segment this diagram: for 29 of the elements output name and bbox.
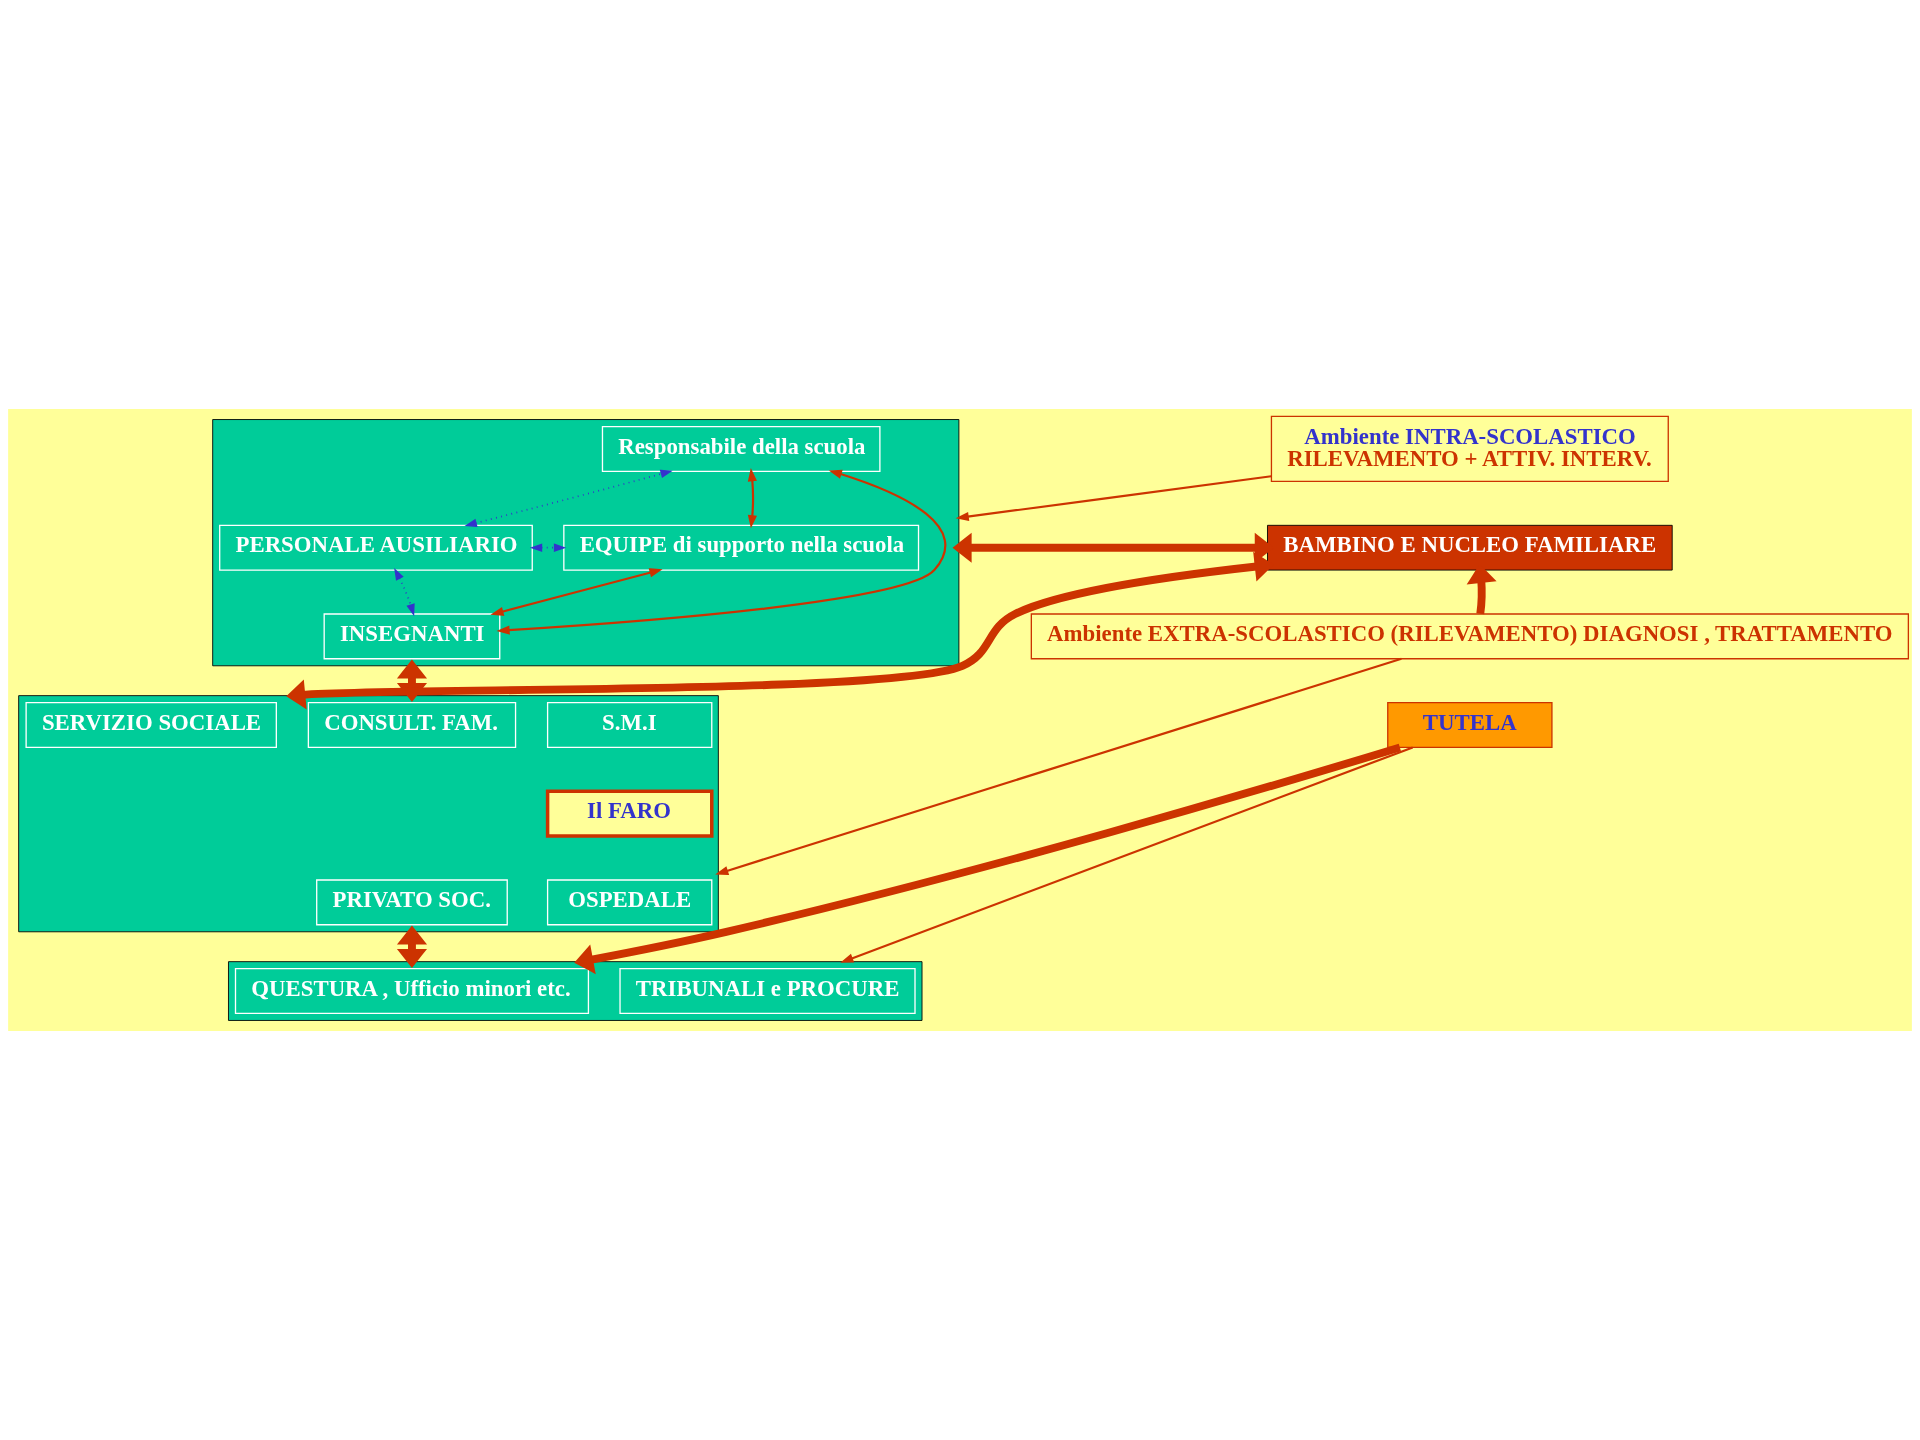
arrow: [747, 468, 757, 529]
arrow: [496, 469, 947, 635]
node-box: EQUIPE di supporto nella scuola: [563, 524, 920, 571]
arrow: [490, 568, 663, 616]
node-box: Responsabile della scuola: [601, 425, 881, 472]
arrow: [464, 469, 673, 528]
node-box: BAMBINO E NUCLEO FAMILIARE: [1267, 524, 1673, 571]
arrow: [840, 746, 1414, 963]
arrow: [396, 925, 428, 969]
node-box: PERSONALE AUSILIARIO: [219, 524, 533, 571]
cluster: [212, 419, 960, 667]
node-box: SERVIZIO SOCIALE: [25, 702, 277, 749]
node-box: OSPEDALE: [546, 879, 713, 926]
node-box: CONSULT. FAM.: [307, 702, 517, 749]
cluster: [228, 961, 923, 1021]
node-box: Ambiente EXTRA-SCOLASTICO (RILEVAMENTO) DIAGNOSI , TRATTAMENTO: [1030, 613, 1909, 660]
arrow: [574, 743, 1402, 975]
node-box: S.M.I: [546, 702, 713, 749]
cluster: [18, 695, 719, 933]
arrow: [394, 567, 415, 617]
node-box: PRIVATO SOC.: [316, 879, 508, 926]
node-box: QUESTURA , Ufficio minori etc.: [234, 968, 590, 1015]
arrow: [715, 657, 1402, 876]
node-box: INSEGNANTI: [323, 613, 501, 660]
node-box: Ambiente INTRA-SCOLASTICO RILEVAMENTO + ATTIV. INTERV.: [1270, 415, 1669, 483]
node-box: Il FARO: [545, 789, 714, 838]
node-box: TRIBUNALI e PROCURE: [619, 968, 916, 1015]
arrow: [955, 475, 1272, 522]
node-box: TUTELA: [1387, 702, 1553, 749]
